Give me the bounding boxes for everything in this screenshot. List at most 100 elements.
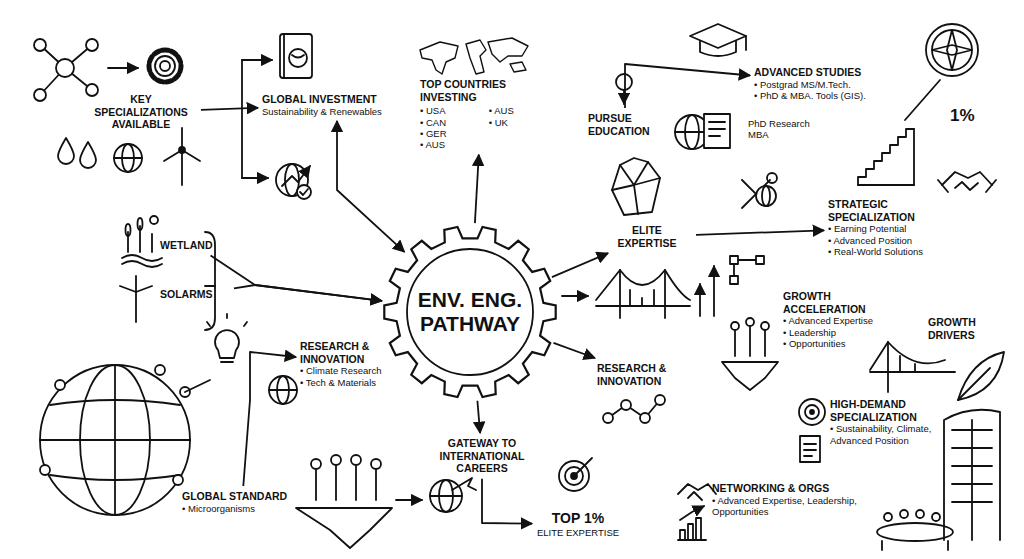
network-globe-icon [55,380,65,390]
connector-arrow [211,256,382,301]
people-island-icon [734,331,736,356]
people-island-icon [311,459,321,469]
people-island-icon [749,327,751,356]
chart-icon [688,524,693,540]
percent-callout: 1% [950,106,994,126]
node-heading: GLOBAL INVESTMENT [262,93,412,106]
molecule-icon [34,89,46,101]
book-globe-icon [283,34,285,78]
lightbulb-icon [244,322,247,326]
node-heading: PURSUE EDUCATION [588,112,662,137]
bridge-icon [870,342,955,392]
lightbulb-icon [221,361,233,363]
wetland-plants-icon [151,234,153,252]
bracket-line [205,285,215,287]
people-island-icon [731,322,739,330]
target-icon [810,410,814,414]
people-island-icon [761,322,769,330]
molecule-icon [86,39,98,51]
building-icon [944,410,1000,540]
bracket-line [242,59,272,61]
leaf-icon [958,352,1004,400]
text-node: GLOBAL INVESTMENTSustainability & Renewa… [262,93,412,117]
node-detail: • Earning Potential [828,223,968,234]
stairs-icon [858,129,914,185]
people-island-icon [722,362,778,390]
connector-arrow [337,121,404,252]
world-map-icon [420,42,458,74]
wetland-plants-icon [122,261,162,267]
globe-chart-icon [297,185,311,199]
meeting-table-icon [877,523,953,541]
text-node: PURSUE EDUCATION [588,112,662,137]
bridge-icon [641,298,643,306]
node-detail: • Advanced Position [828,235,968,246]
cog-icon [160,61,170,71]
target-icon [799,399,825,425]
node-heading: TOP 1% [536,510,620,527]
bridge-icon [629,290,631,306]
globe-document-icon [675,114,730,149]
building-icon [971,420,973,540]
chart-icon [678,506,706,540]
research-globe-icon [269,376,297,404]
compass-icon [905,24,978,120]
text-node: HIGH-DEMAND SPECIALIZATION• Sustainabili… [830,398,938,446]
solar-turbine-icon [120,276,152,322]
book-globe-icon [280,34,312,78]
node-heading: SOLARMS [160,288,230,301]
bracket-line [242,177,268,179]
compass-icon [905,80,940,120]
node-heading: STRATEGIC SPECIALIZATION [828,198,968,223]
handshake-icon [678,484,716,494]
stairs-icon [858,129,914,185]
building-icon [944,410,1000,540]
molecule-icon [640,413,650,423]
connector-arrow [234,285,382,301]
node-heading: RESEARCH & INNOVATION [300,340,422,365]
bridge-icon [899,356,901,372]
target-icon [805,405,819,419]
node-detail: • USA [420,105,475,116]
node-heading: GROWTH DRIVERS [928,316,994,341]
network-globe-icon [40,365,190,515]
text-node: RESEARCH & INNOVATION [597,362,683,387]
connect-squares-icon [730,256,738,264]
solar-turbine-icon [135,292,137,322]
research-globe-icon [269,376,297,404]
document-icon [804,449,816,451]
meeting-table-icon [877,510,953,550]
globe-chart-icon [300,189,308,195]
connector-arrow [696,230,824,235]
growth-arrows-icon [713,266,715,316]
handshake-icon [938,180,948,192]
growth-arrows-icon [700,266,714,316]
text-node: GROWTH DRIVERS [928,316,994,341]
icon-arrow [108,67,138,69]
molecule-icon [56,59,74,77]
chart-icon [696,518,701,540]
globe-plane-icon [430,480,462,512]
crystal-icon [612,178,660,190]
people-island-icon [764,331,766,356]
bridge-arrow [562,295,588,297]
node-heading: GROWTH ACCELERATION [783,290,878,315]
globe-icon [114,157,142,159]
icon-caption: PhD Research MBA [748,118,832,141]
globe-document-icon [709,121,725,123]
world-map-icon [466,40,486,74]
connector-arrow [625,64,750,108]
graduation-cap-icon [690,24,746,48]
meeting-table-icon [881,541,883,550]
connector-arrow [482,479,532,524]
crystal-icon [634,185,638,214]
connector-arrow [201,108,258,110]
node-heading: NETWORKING & ORGS [712,482,874,495]
text-node: RESEARCH & INNOVATION• Climate Research•… [300,340,422,388]
wind-turbine-icon [164,128,200,185]
node-heading: RESEARCH & INNOVATION [597,362,683,387]
wetland-plants-icon [126,224,131,236]
node-detail: • Postgrad MS/M.Tech. [754,79,924,90]
connect-squares-icon [730,256,764,284]
meeting-table-icon [932,513,940,521]
